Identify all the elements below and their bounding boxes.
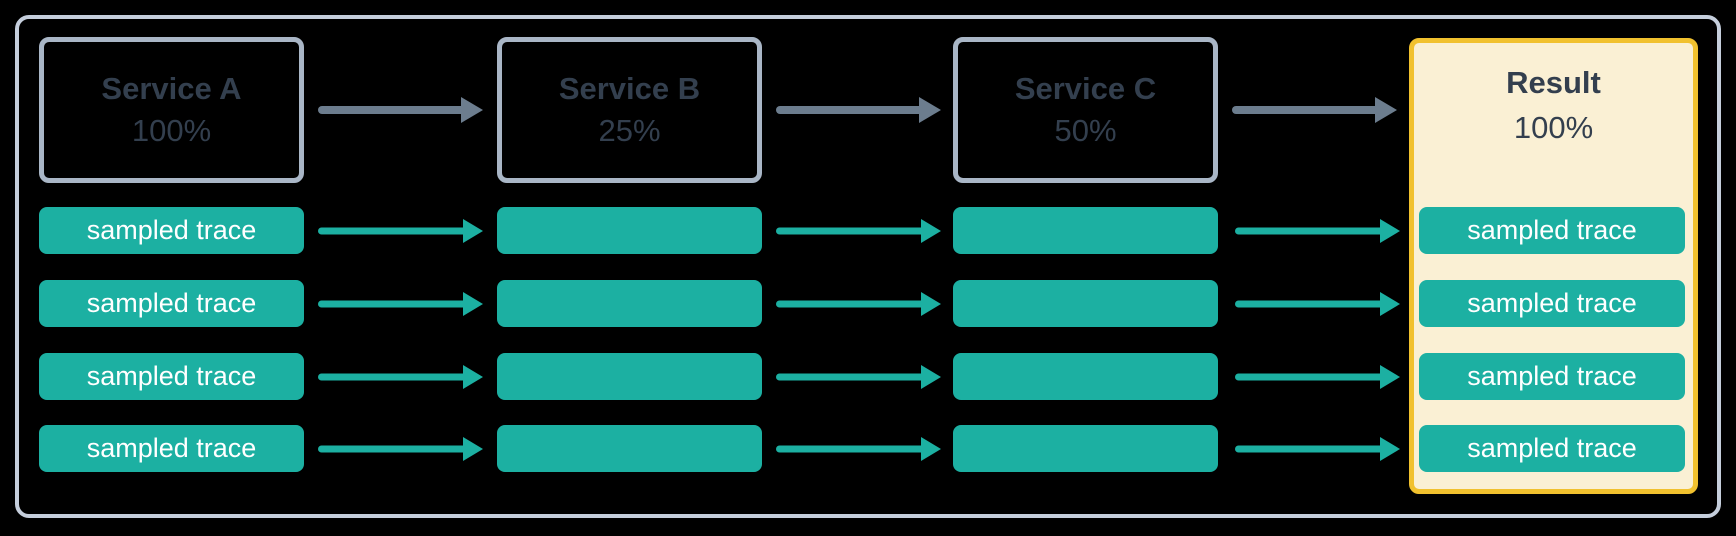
trace-arrow-a-to-b-4-icon xyxy=(318,436,483,462)
trace-box-c-1 xyxy=(953,207,1218,254)
trace-label: sampled trace xyxy=(1467,215,1637,245)
trace-box-a-2: sampled trace xyxy=(39,280,304,327)
result-trace-box-2: sampled trace xyxy=(1419,280,1685,327)
service-b-box: Service B 25% xyxy=(497,37,762,183)
result-box: Result 100% sampled trace sampled trace … xyxy=(1409,38,1698,494)
service-b-percent: 25% xyxy=(598,112,661,148)
service-a-title: Service A xyxy=(101,71,242,107)
result-trace-box-3: sampled trace xyxy=(1419,353,1685,400)
result-trace-box-4: sampled trace xyxy=(1419,425,1685,472)
trace-label: sampled trace xyxy=(86,288,257,318)
trace-box-a-4: sampled trace xyxy=(39,425,304,472)
service-c-title: Service C xyxy=(1014,71,1157,107)
service-c-box: Service C 50% xyxy=(953,37,1218,183)
trace-arrow-b-to-c-2-icon xyxy=(776,291,941,317)
trace-box-a-3: sampled trace xyxy=(39,353,304,400)
arrow-a-to-b-icon xyxy=(318,96,483,124)
service-a-box: Service A 100% xyxy=(39,37,304,183)
trace-label: sampled trace xyxy=(1467,288,1637,318)
trace-box-b-4 xyxy=(497,425,762,472)
result-header: Result 100% xyxy=(1414,60,1693,150)
trace-box-b-2 xyxy=(497,280,762,327)
service-b-title: Service B xyxy=(558,71,701,107)
trace-arrow-c-to-result-1-icon xyxy=(1235,218,1400,244)
trace-arrow-b-to-c-4-icon xyxy=(776,436,941,462)
result-title: Result xyxy=(1506,65,1601,100)
trace-label: sampled trace xyxy=(1467,361,1637,391)
service-a-percent: 100% xyxy=(131,112,212,148)
trace-label: sampled trace xyxy=(86,433,257,463)
trace-arrow-c-to-result-3-icon xyxy=(1235,364,1400,390)
trace-arrow-b-to-c-1-icon xyxy=(776,218,941,244)
trace-arrow-b-to-c-3-icon xyxy=(776,364,941,390)
trace-label: sampled trace xyxy=(86,215,257,245)
arrow-c-to-result-icon xyxy=(1232,96,1397,124)
trace-arrow-a-to-b-3-icon xyxy=(318,364,483,390)
arrow-b-to-c-icon xyxy=(776,96,941,124)
trace-box-a-1: sampled trace xyxy=(39,207,304,254)
service-c-percent: 50% xyxy=(1054,112,1117,148)
result-trace-box-1: sampled trace xyxy=(1419,207,1685,254)
trace-label: sampled trace xyxy=(1467,433,1637,463)
trace-arrow-a-to-b-1-icon xyxy=(318,218,483,244)
trace-box-c-3 xyxy=(953,353,1218,400)
trace-arrow-c-to-result-4-icon xyxy=(1235,436,1400,462)
trace-arrow-a-to-b-2-icon xyxy=(318,291,483,317)
trace-box-c-4 xyxy=(953,425,1218,472)
diagram-frame xyxy=(15,15,1721,518)
trace-arrow-c-to-result-2-icon xyxy=(1235,291,1400,317)
trace-label: sampled trace xyxy=(86,361,257,391)
trace-box-b-1 xyxy=(497,207,762,254)
trace-box-c-2 xyxy=(953,280,1218,327)
trace-box-b-3 xyxy=(497,353,762,400)
result-percent: 100% xyxy=(1513,110,1594,145)
